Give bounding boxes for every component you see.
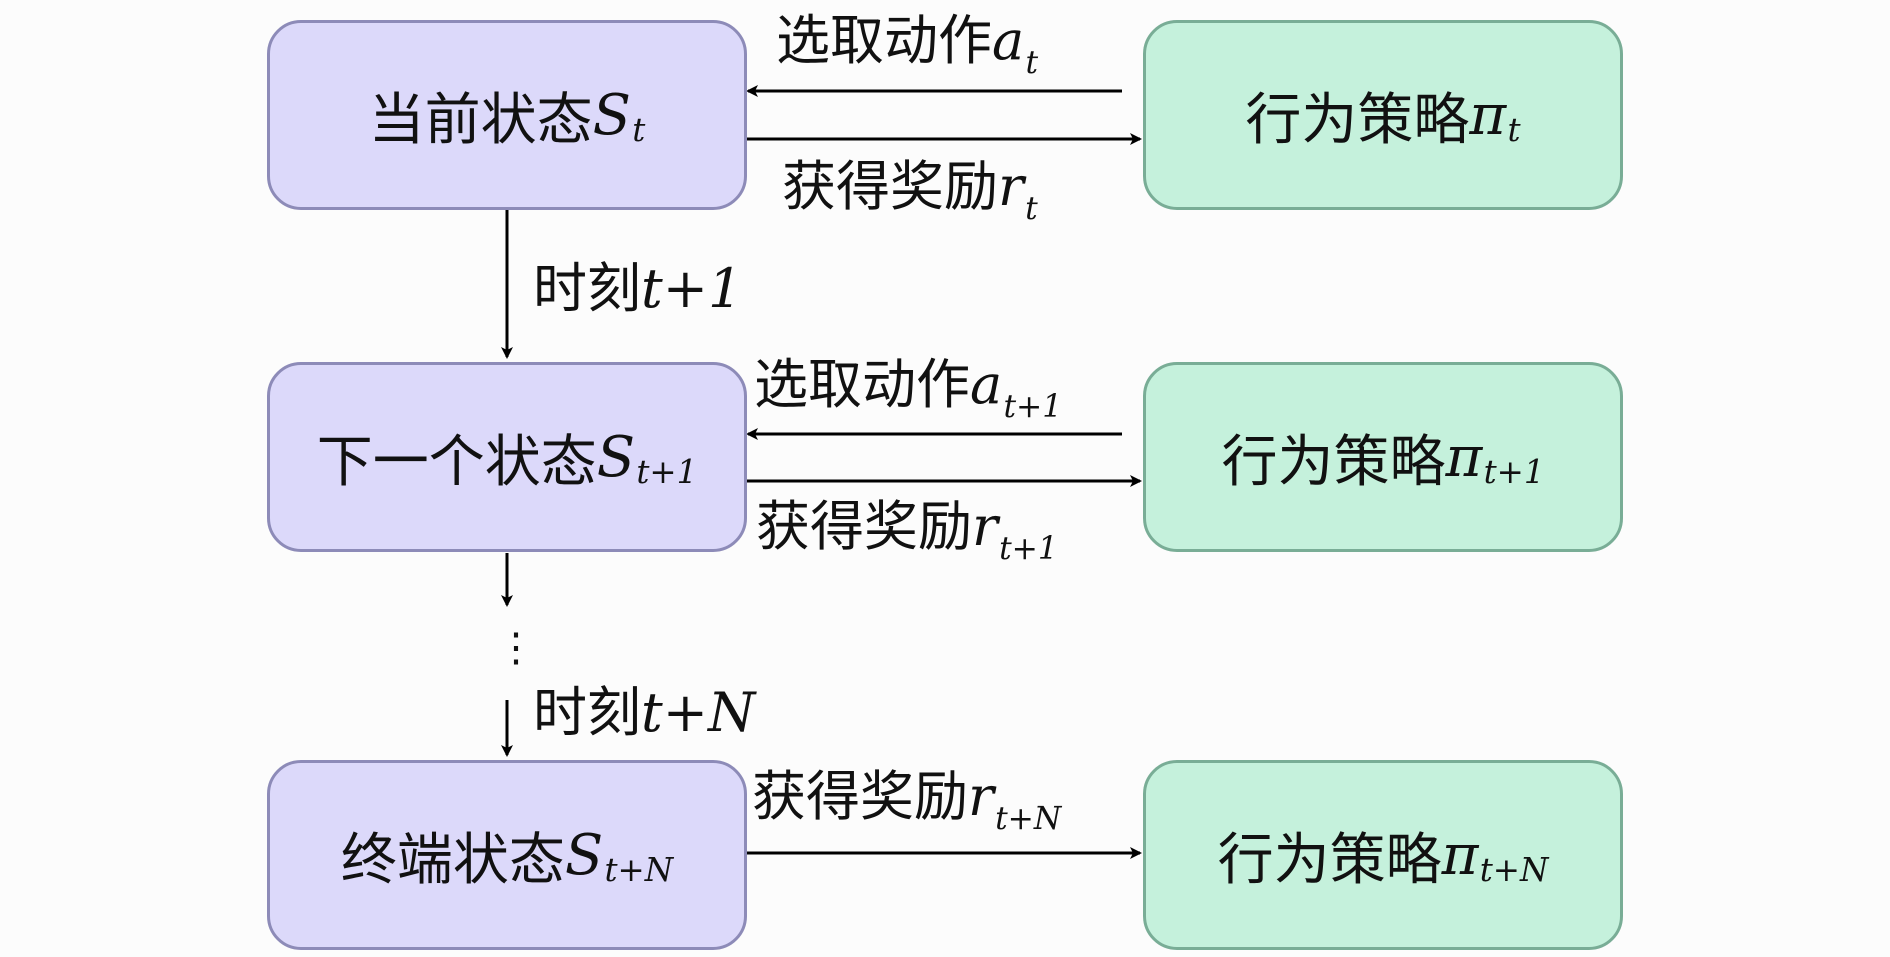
- time-expr: t+N: [641, 681, 756, 744]
- policy-label: 行为策略: [1217, 827, 1442, 893]
- policy-subscript: t+1: [1483, 452, 1545, 491]
- policy-subscript: t: [1507, 110, 1521, 149]
- reward-text: 获得奖励: [782, 155, 998, 218]
- state-subscript: t+1: [636, 452, 698, 491]
- action-subscript: t+1: [1003, 389, 1063, 426]
- time-label-2: 时刻t+N: [533, 686, 755, 740]
- reward-symbol: r: [968, 765, 994, 828]
- time-text: 时刻: [533, 257, 641, 320]
- state-label: 当前状态: [368, 87, 593, 153]
- ellipsis: ⋮: [496, 625, 536, 671]
- state-symbol: S: [596, 424, 636, 490]
- policy-symbol: π: [1469, 82, 1507, 148]
- reward-symbol: r: [998, 155, 1024, 218]
- policy-subscript: t+N: [1479, 850, 1549, 889]
- reward-subscript: t+1: [999, 531, 1058, 568]
- policy-label: 行为策略: [1221, 429, 1446, 495]
- state-symbol: S: [592, 82, 631, 148]
- action-text: 选取动作: [754, 353, 970, 416]
- reward-symbol: r: [972, 495, 998, 558]
- action-label-1: 选取动作at: [776, 14, 1038, 79]
- state-subscript: t+N: [604, 850, 674, 889]
- time-text: 时刻: [533, 681, 641, 744]
- reward-text: 获得奖励: [752, 765, 968, 828]
- action-label-2: 选取动作at+1: [754, 358, 1062, 423]
- action-symbol: a: [970, 353, 1003, 416]
- reward-text: 获得奖励: [756, 495, 972, 558]
- reward-label-2: 获得奖励rt+1: [756, 500, 1058, 565]
- state-label: 终端状态: [340, 827, 565, 893]
- reward-label-3: 获得奖励rt+N: [752, 770, 1061, 835]
- reward-label-1: 获得奖励rt: [782, 160, 1038, 225]
- action-text: 选取动作: [776, 9, 992, 72]
- policy-label: 行为策略: [1245, 87, 1470, 153]
- state-label: 下一个状态: [316, 429, 597, 495]
- time-label-1: 时刻t+1: [533, 262, 742, 316]
- action-subscript: t: [1025, 45, 1039, 82]
- reward-subscript: t+N: [995, 801, 1062, 838]
- action-symbol: a: [992, 9, 1025, 72]
- time-expr: t+1: [641, 257, 743, 320]
- policy-symbol: π: [1445, 424, 1483, 490]
- state-subscript: t: [632, 110, 646, 149]
- state-symbol: S: [564, 822, 604, 888]
- policy-symbol: π: [1441, 822, 1479, 888]
- reward-subscript: t: [1025, 191, 1038, 228]
